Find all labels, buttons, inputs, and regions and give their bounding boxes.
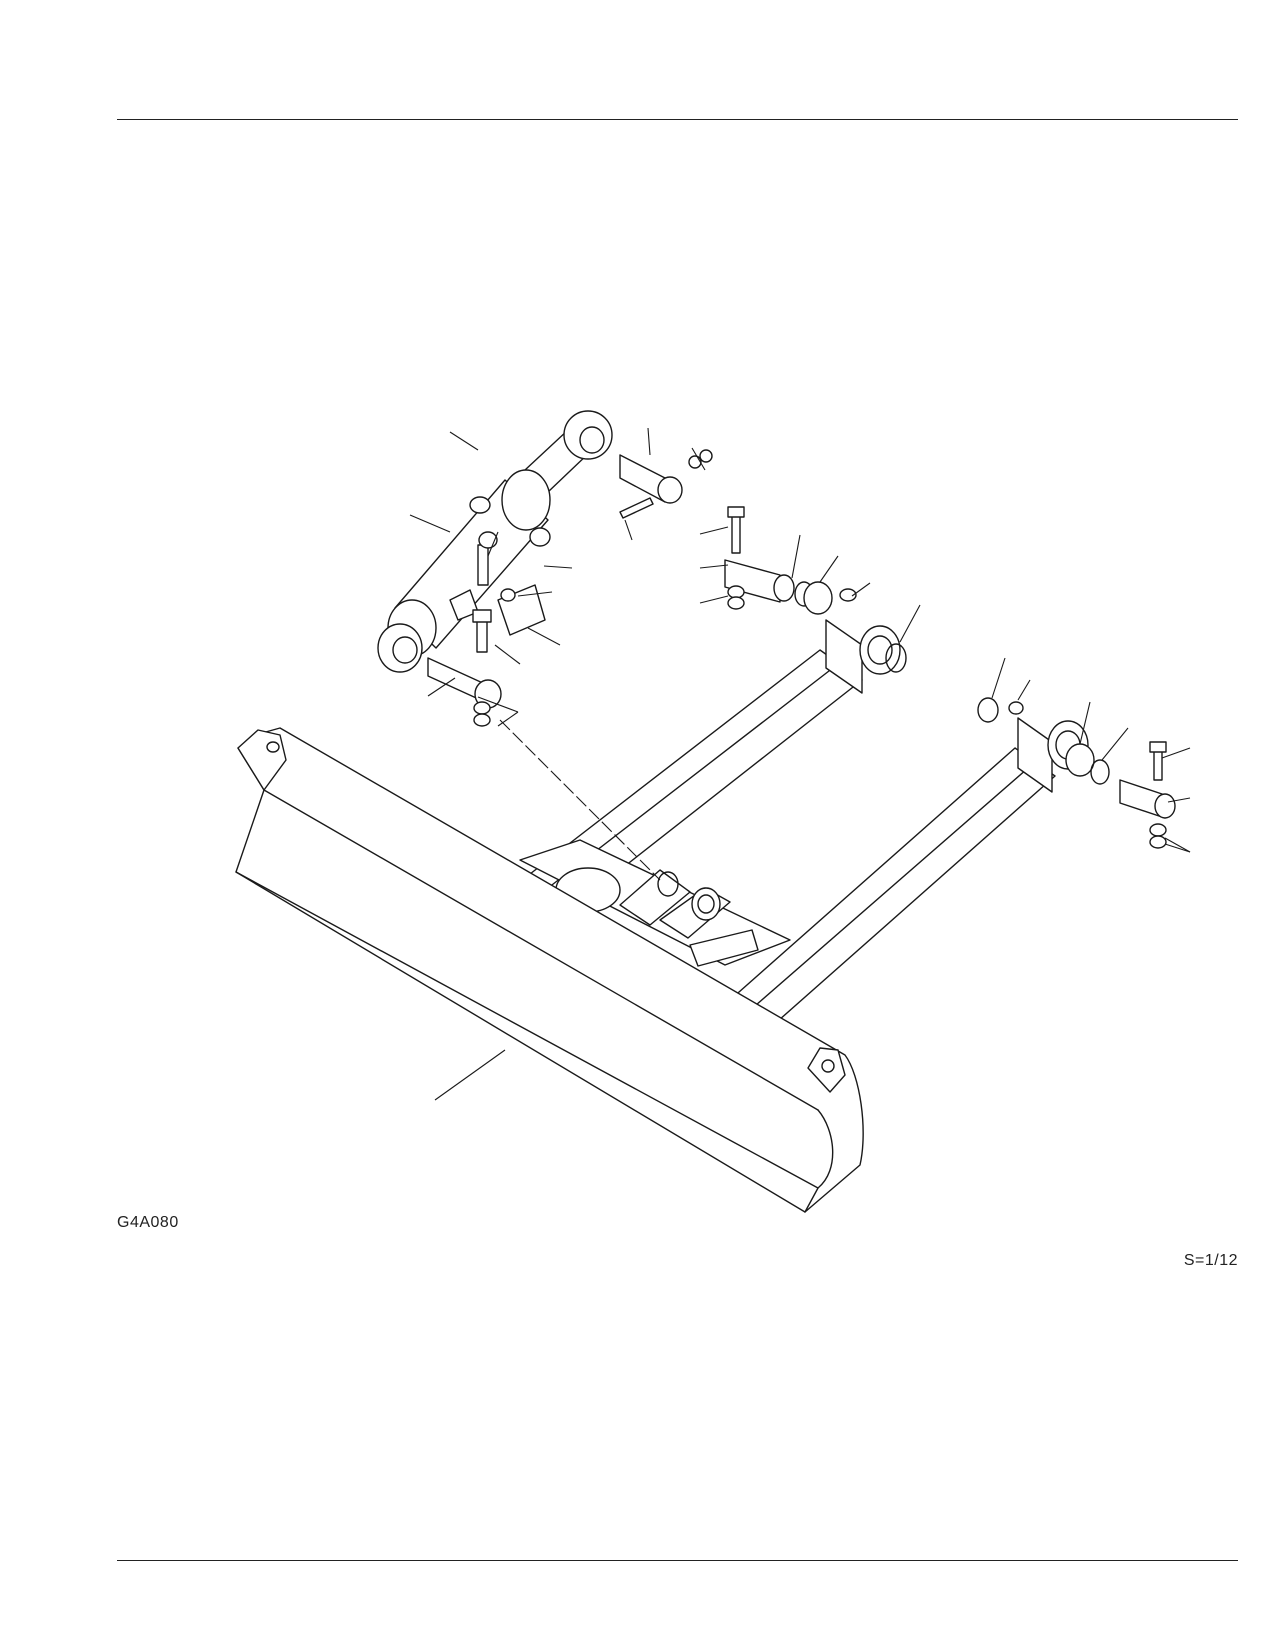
scale-label: S=1/12: [1183, 1252, 1238, 1269]
pins-and-fasteners: [427, 449, 1176, 849]
callout-leaders: [409, 427, 1191, 881]
footer-rule: [117, 1560, 1238, 1561]
right-frame-arm: [729, 717, 1089, 1029]
center-brackets: [519, 839, 791, 967]
figure-code: G4A080: [117, 1214, 179, 1231]
hydraulic-cylinder: [377, 410, 613, 673]
dozer-blade: [235, 727, 864, 1213]
header-rule: [117, 119, 1238, 120]
